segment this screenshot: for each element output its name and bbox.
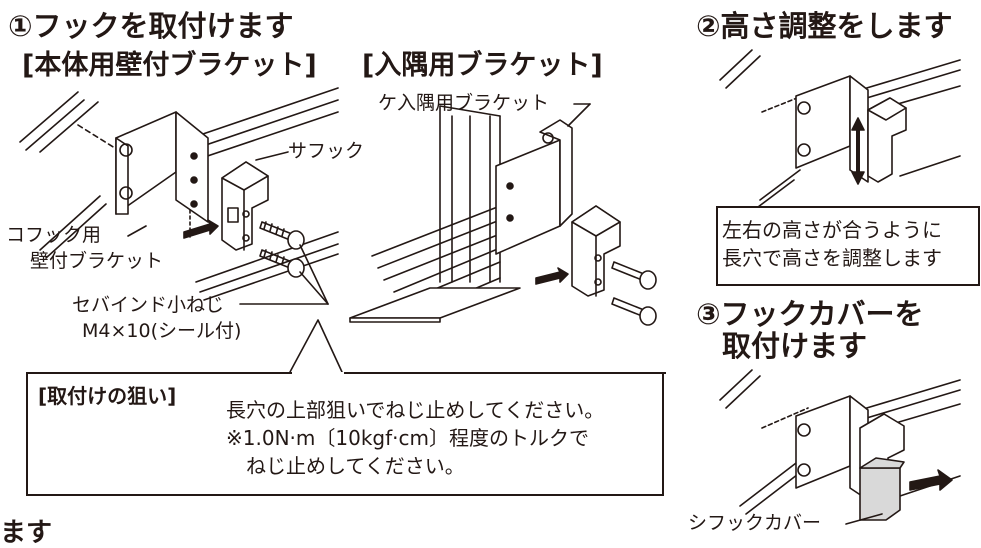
- aim-callout-box: [26, 372, 666, 496]
- screw-lower-corner: [611, 297, 657, 326]
- step2-note-box: [716, 206, 980, 286]
- step2-note-line1: 左右の高さが合うように: [722, 218, 942, 242]
- screw-upper: [259, 221, 305, 250]
- footer-fragment: ます: [0, 518, 53, 548]
- wall-bracket-label-line2: 壁付ブラケット: [30, 250, 164, 272]
- cover-illustration: [719, 369, 961, 525]
- aim-line-1: 長穴の上部狙いでねじ止めしてください。: [226, 398, 605, 422]
- aim-line-3: ねじ止めしてください。: [246, 454, 465, 478]
- step2-note-line2: 長穴で高さを調整します: [722, 246, 942, 270]
- cover-label: シフックカバー: [688, 512, 822, 534]
- aim-title: [取付けの狙い]: [38, 384, 177, 408]
- corner-bracket-illustration: [349, 103, 657, 326]
- step3-title-line2: 取付けます: [722, 329, 868, 363]
- wall-bracket-illustration: [19, 87, 339, 305]
- step2-title: ②高さ調整をします: [696, 9, 953, 43]
- height-adjust-illustration: [719, 49, 961, 211]
- corner-bracket-label: ケ入隅用ブラケット: [378, 92, 550, 114]
- corner-bracket-heading: [入隅用ブラケット]: [362, 50, 603, 81]
- aim-line-2: ※1.0N·m〔10kgf·cm〕程度のトルクで: [226, 426, 589, 450]
- wall-bracket-label-line1: コフック用: [6, 224, 102, 246]
- screw-label-line2: M4×10(シール付): [82, 320, 242, 342]
- wall-bracket-heading: [本体用壁付ブラケット]: [22, 50, 317, 81]
- step3-title-line1: ③フックカバーを: [696, 297, 924, 331]
- step1-title: ①フックを取付けます: [8, 9, 294, 43]
- hook-label: サフック: [288, 140, 365, 162]
- screw-label-line1: セバインド小ねじ: [72, 294, 225, 316]
- screw-upper-corner: [611, 261, 657, 290]
